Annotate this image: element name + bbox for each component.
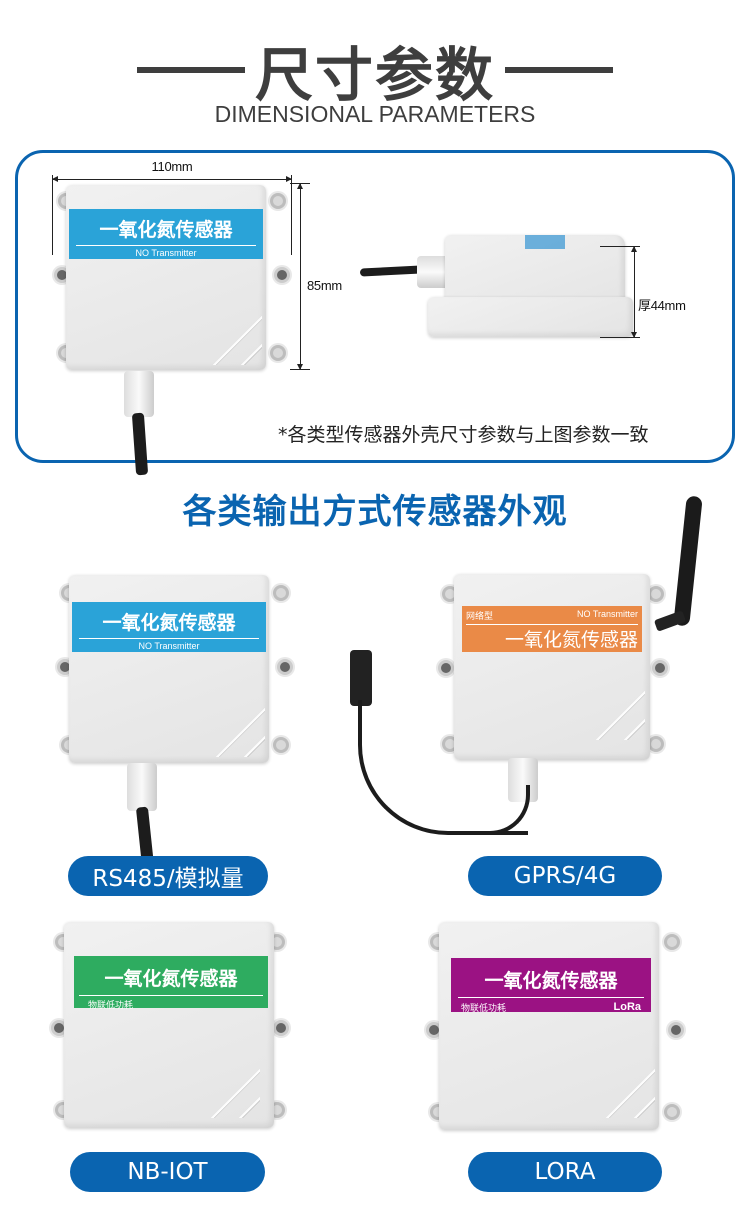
section-title: 各类输出方式传感器外观	[182, 492, 568, 532]
width-dimension: 110mm	[52, 159, 292, 255]
variant-lora: 一氧化氮传感器 物联低功耗 LoRa	[425, 922, 685, 1132]
thickness-dimension	[600, 246, 640, 338]
variant-nbiot: 一氧化氮传感器 物联低功耗	[50, 922, 290, 1132]
label-cn: 一氧化氮传感器	[504, 629, 638, 651]
output-pill-nbiot[interactable]: NB-IOT	[70, 1152, 265, 1192]
page-subtitle: DIMENSIONAL PARAMETERS	[214, 101, 536, 127]
label-cn: 一氧化氮传感器	[102, 612, 236, 634]
label-band: 一氧化氮传感器 物联低功耗 LoRa	[451, 958, 651, 1013]
side-view-device	[359, 225, 640, 345]
height-label: 85mm	[307, 278, 342, 293]
page-title: 尺寸参数	[254, 41, 495, 109]
width-label: 110mm	[151, 159, 193, 174]
label-en: NO Transmitter	[138, 641, 200, 651]
front-label-band: 一氧化氮传感器 NO Transmitter	[69, 209, 263, 259]
label-en: NO Transmitter	[576, 609, 638, 619]
label-band: 一氧化氮传感器 NO Transmitter	[72, 602, 266, 652]
dc-connector	[350, 650, 372, 706]
height-dimension	[290, 183, 320, 370]
dimensions-panel	[15, 150, 735, 463]
output-pill-gprs[interactable]: GPRS/4G	[468, 856, 662, 896]
front-view-device: 一氧化氮传感器 NO Transmitter	[52, 185, 292, 476]
label-sub-left: 物联低功耗	[461, 1003, 507, 1013]
dimensions-note: *各类型传感器外壳尺寸参数与上图参数一致	[278, 424, 649, 446]
title-dash-left	[136, 67, 245, 73]
thickness-label: 厚44mm	[638, 298, 686, 313]
output-pill-rs485[interactable]: RS485/模拟量	[68, 856, 268, 896]
label-cn: 一氧化氮传感器	[99, 219, 233, 241]
label-sub-left: 网络型	[466, 611, 494, 621]
variant-gprs: 网络型 NO Transmitter 一氧化氮传感器	[340, 490, 720, 850]
label-en: NO Transmitter	[135, 248, 197, 258]
antenna-icon	[673, 495, 703, 627]
output-pill-lora[interactable]: LORA	[468, 1152, 662, 1192]
variant-rs485: 一氧化氮传感器 NO Transmitter	[55, 575, 295, 868]
label-sub-right: LoRa	[613, 1001, 642, 1013]
section-header: 尺寸参数	[0, 28, 750, 112]
label-cn: 一氧化氮传感器	[484, 970, 618, 992]
label-band: 网络型 NO Transmitter 一氧化氮传感器	[462, 606, 642, 652]
label-band: 一氧化氮传感器 物联低功耗	[74, 956, 268, 1010]
label-sub-left: 物联低功耗	[88, 1000, 134, 1010]
label-cn: 一氧化氮传感器	[104, 968, 238, 990]
title-dash-right	[505, 67, 613, 73]
